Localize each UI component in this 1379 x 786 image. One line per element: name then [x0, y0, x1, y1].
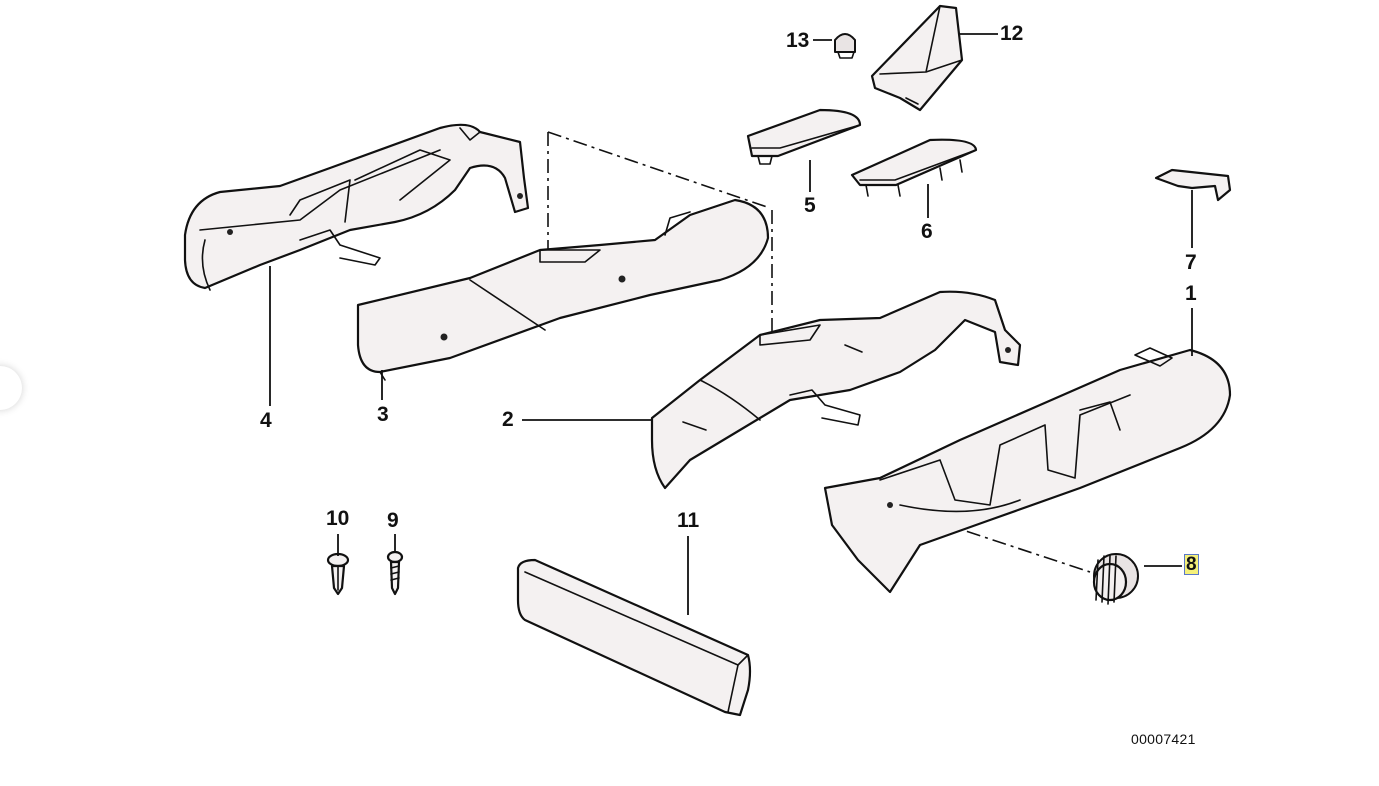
callout-9[interactable]: 9 — [387, 509, 399, 532]
callout-4[interactable]: 4 — [260, 409, 272, 432]
callout-11[interactable]: 11 — [677, 509, 700, 532]
part-3-trim — [356, 198, 770, 381]
callout-13[interactable]: 13 — [786, 29, 810, 52]
part-7-small-bracket — [1154, 168, 1232, 202]
callout-1[interactable]: 1 — [1185, 282, 1197, 305]
callout-5[interactable]: 5 — [804, 194, 816, 217]
part-5-cap — [746, 108, 862, 165]
part-2-carrier — [650, 290, 1022, 490]
part-10-rivet — [326, 552, 350, 596]
part-11-pad — [516, 558, 752, 717]
alignment-line-top — [547, 131, 771, 209]
part-6-cover-plate — [850, 138, 978, 197]
callout-6[interactable]: 6 — [921, 220, 933, 243]
part-9-screw — [386, 550, 404, 596]
part-12-bracket — [870, 4, 964, 112]
part-1-outer-cover — [823, 347, 1232, 594]
callout-2[interactable]: 2 — [502, 408, 514, 431]
callout-10[interactable]: 10 — [326, 507, 350, 530]
callout-7[interactable]: 7 — [1185, 251, 1197, 274]
part-4-cover — [183, 123, 530, 291]
callout-8-highlighted[interactable]: 8 — [1184, 554, 1199, 575]
callout-3[interactable]: 3 — [377, 403, 389, 426]
part-8-knob — [1092, 553, 1139, 605]
previous-nav-button[interactable] — [0, 366, 22, 410]
diagram-reference-number: 00007421 — [1131, 731, 1196, 747]
callout-12[interactable]: 12 — [1000, 22, 1024, 45]
part-13-clip — [834, 33, 856, 59]
